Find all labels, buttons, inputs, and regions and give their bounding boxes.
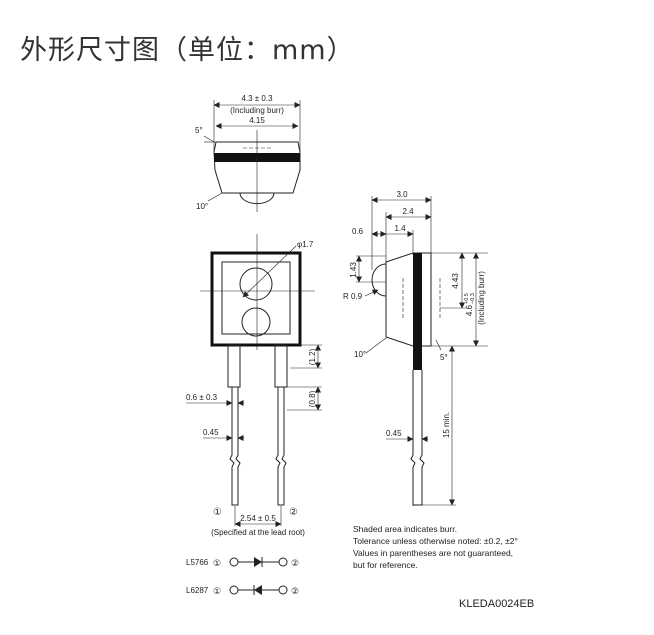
lead-dim-08: (0.8) [308,390,317,407]
side-dim-center: 4.43 [451,273,460,289]
note-line-2: Tolerance unless otherwise noted: ±0.2, … [353,536,518,546]
side-angle-10: 10° [354,350,366,359]
side-dim-lens-h: 1.43 [349,262,358,278]
side-angle-5: 5° [440,353,448,362]
side-radius: R 0.9 [343,292,363,301]
top-width-dim: 4.3 ± 0.3 [241,94,273,103]
front-pin1: ① [213,507,222,518]
drawing-code: KLEDA0024EB [459,598,534,610]
top-width-note: (Including burr) [230,106,284,115]
model-l6287: L6287 ① ② [186,585,299,596]
notes: Shaded area indicates burr. Tolerance un… [353,524,518,570]
lens-diameter: φ1.7 [297,240,314,249]
side-dim-height: 4.6 [465,304,474,316]
side-dim-height-tol-plus: +0.5 [464,293,470,304]
pitch-dim: 2.54 ± 0.5 [240,514,276,523]
side-view: 3.0 2.4 0.6 1.4 1.43 R 0.9 4.43 4.6 +0.5 [343,190,488,506]
lead-width-dim: 0.6 ± 0.3 [186,393,218,402]
note-line-3: Values in parentheses are not guaranteed… [353,548,513,558]
pitch-note: (Specified at the lead root) [211,528,305,537]
top-view: 4.3 ± 0.3 (Including burr) 4.15 5° 10° [195,94,301,212]
side-dim-mid: 1.4 [394,224,406,233]
page-title: 外形尺寸图（单位：mm） [20,35,355,66]
lead-thick-dim: 0.45 [203,428,219,437]
model-name: L5766 [186,558,209,567]
note-line-4: but for reference. [353,560,418,570]
front-pin2: ② [289,507,298,518]
model-l5766: L5766 ① ② [186,557,299,568]
model-name: L6287 [186,586,209,595]
lead-dim-12: (1.2) [308,348,317,365]
top-angle-10: 10° [196,202,208,211]
model-pin1: ① [213,558,221,568]
side-dim-lens: 0.6 [352,227,364,236]
model-pin2: ② [291,558,299,568]
model-pin2: ② [291,586,299,596]
top-inner-dim: 4.15 [249,116,265,125]
side-dim-total: 3.0 [396,190,408,199]
note-line-1: Shaded area indicates burr. [353,524,457,534]
side-height-note: (Including burr) [477,271,486,325]
front-view: φ1.7 (1.2) (0.8) 0.6 ± 0.3 0.45 ① ② 2. [186,234,322,537]
side-lead-len: 15 min. [442,412,451,438]
side-dim-height-tol-minus: −0.3 [470,293,476,304]
side-lead-thick: 0.45 [386,429,402,438]
top-angle-5: 5° [195,126,203,135]
side-dim-body: 2.4 [402,207,414,216]
model-pin1: ① [213,586,221,596]
